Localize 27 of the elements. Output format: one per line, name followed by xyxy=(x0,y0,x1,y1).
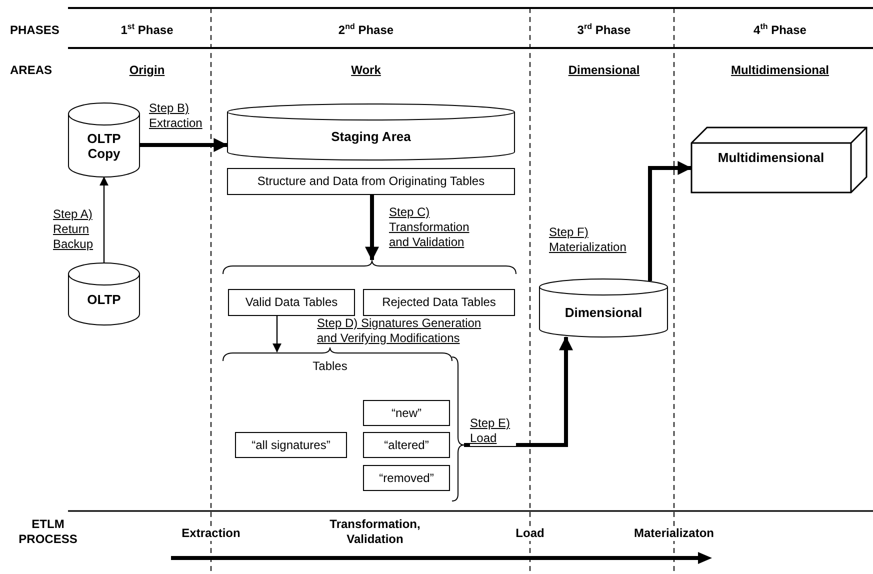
node-label: “altered” xyxy=(383,438,430,452)
process-box xyxy=(363,432,450,458)
process-box xyxy=(363,289,515,316)
node-label: Dimensional xyxy=(564,304,644,320)
process-box xyxy=(228,289,355,316)
node-label: Rejected Data Tables xyxy=(381,295,497,310)
node-label: Multidimensional xyxy=(716,150,826,165)
process-box xyxy=(363,465,450,491)
node-label: OLTP xyxy=(86,292,122,307)
node-label: “new” xyxy=(390,406,422,420)
node-label: “removed” xyxy=(378,470,435,486)
arrow xyxy=(272,316,282,352)
arrow xyxy=(648,161,692,281)
node-label: OLTP Copy xyxy=(86,130,122,160)
arrow xyxy=(464,336,573,447)
arrow xyxy=(365,195,379,261)
node-label: Staging Area xyxy=(330,128,412,144)
node-label: Structure and Data from Originating Tables xyxy=(256,174,486,189)
process-box xyxy=(363,400,450,426)
process-box xyxy=(227,168,515,195)
node-label: “all signatures” xyxy=(250,438,332,452)
group-title: Tables xyxy=(312,359,348,374)
arrow xyxy=(140,138,228,152)
node-label: Valid Data Tables xyxy=(244,295,339,310)
process-box xyxy=(235,432,347,458)
edge-label: Step E) Load xyxy=(470,416,516,446)
arrow xyxy=(100,176,108,263)
